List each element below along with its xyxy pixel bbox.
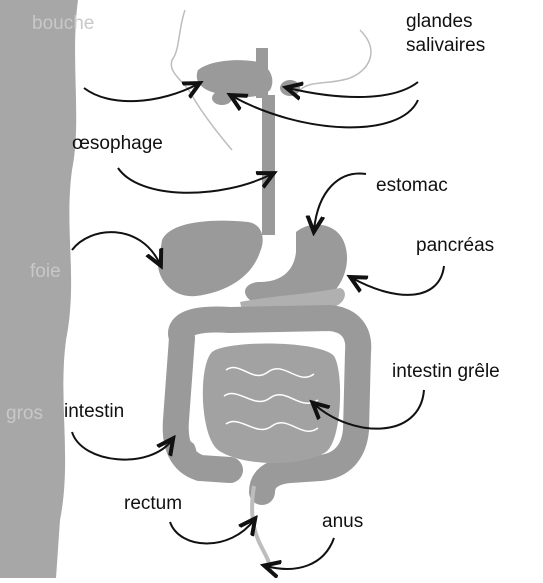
label-anus: anus [322,512,363,533]
pharynx [256,48,268,98]
esophagus [262,95,275,235]
label-glandes-salivaires-line2: salivaires [406,36,485,57]
liver [158,221,263,297]
arrow-bouche [84,84,198,101]
label-rectum: rectum [124,494,182,515]
left-grey-band [0,0,78,578]
label-gros: gros [6,404,43,425]
label-foie: foie [30,262,61,283]
arrow-foie [72,232,160,264]
label-pancreas: pancréas [416,236,494,257]
label-gros-intestin: intestin [64,402,124,423]
arrow-glandes-1 [288,82,418,97]
label-oesophage: œsophage [72,134,163,155]
arrow-oesophage [118,168,272,193]
arrow-pancreas [352,266,444,295]
arrow-estomac [314,173,366,230]
label-intestin-grele: intestin grêle [392,362,500,383]
label-bouche: bouche [32,14,94,35]
small-intestine [203,343,340,463]
arrow-gros-intestin [72,432,172,460]
label-estomac: estomac [376,176,448,197]
label-glandes-salivaires-line1: glandes [406,12,473,33]
salivary-gland-left [212,91,232,105]
arrow-anus [266,538,334,569]
arrow-glandes-2 [232,96,418,127]
arrow-rectum [170,520,254,544]
